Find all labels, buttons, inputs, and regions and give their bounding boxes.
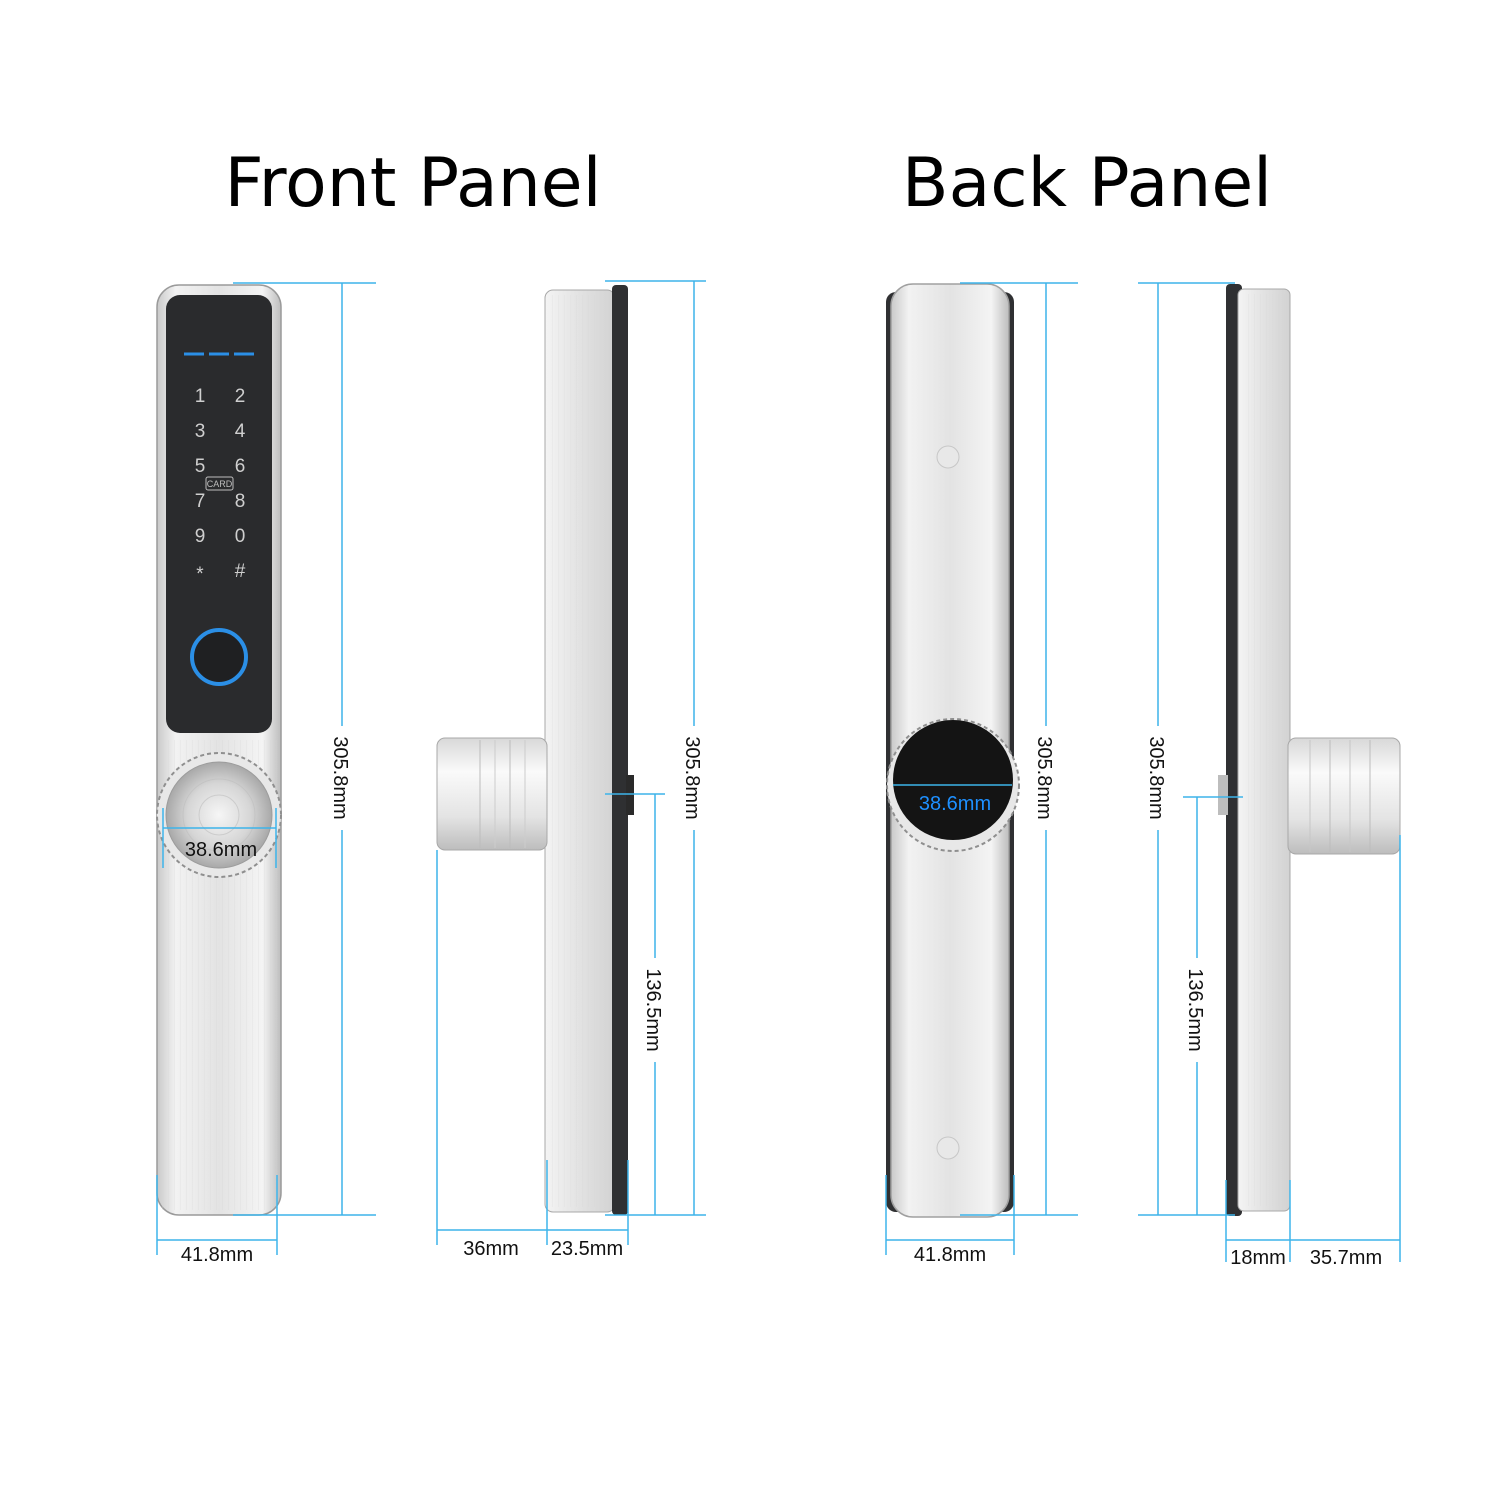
front-side-offset-label: 136.5mm (642, 968, 664, 1051)
front-panel-title: Front Panel (224, 144, 601, 223)
key-2: 2 (235, 386, 246, 407)
back-side-knob-depth-label: 35.7mm (1310, 1247, 1382, 1269)
key-1: 1 (195, 386, 206, 407)
card-reader-icon: CARD (205, 476, 234, 491)
back-side-dimensions: 305.8mm 136.5mm 18mm 35.7mm (1138, 282, 1401, 1269)
back-panel-title: Back Panel (902, 144, 1272, 223)
key-5: 5 (195, 456, 206, 477)
key-6: 6 (235, 456, 246, 477)
key-4: 4 (235, 421, 246, 442)
back-knob-diameter-label: 38.6mm (919, 793, 991, 815)
back-side-knob (1287, 737, 1401, 855)
front-knob (156, 752, 282, 878)
back-height-label: 305.8mm (1033, 736, 1055, 819)
front-knob-diameter-label: 38.6mm (185, 839, 257, 861)
back-side-view (1218, 284, 1401, 1216)
front-height-label: 305.8mm (329, 736, 351, 819)
key-0: 0 (235, 526, 246, 547)
front-side-dimensions: 305.8mm 136.5mm 36mm 23.5mm (436, 280, 706, 1260)
back-dimensions: 305.8mm 41.8mm (885, 282, 1078, 1266)
front-side-body-depth-label: 23.5mm (551, 1238, 623, 1260)
screw-cover-bottom (936, 1136, 960, 1160)
key-hash: # (235, 561, 246, 582)
key-3: 3 (195, 421, 206, 442)
back-panel-view: 38.6mm (886, 283, 1020, 1218)
fingerprint-sensor-icon (190, 628, 248, 686)
keypad-screen (166, 295, 272, 733)
front-side-knob (436, 737, 548, 851)
back-width-label: 41.8mm (914, 1244, 986, 1266)
back-side-body-depth-label: 18mm (1230, 1247, 1286, 1269)
front-side-height-label: 305.8mm (681, 736, 703, 819)
door-seal-strip (612, 285, 628, 1215)
key-8: 8 (235, 491, 246, 512)
front-panel-view: 1 2 3 4 5 6 7 8 9 0 * # CARD 38.6mm (156, 284, 282, 1216)
key-7: 7 (195, 491, 206, 512)
front-side-knob-depth-label: 36mm (463, 1238, 519, 1260)
key-star: * (196, 564, 204, 585)
back-side-height-label: 305.8mm (1145, 736, 1167, 819)
front-width-label: 41.8mm (181, 1244, 253, 1266)
screw-cover-top (936, 445, 960, 469)
front-dimensions: 305.8mm 41.8mm (156, 282, 376, 1266)
back-knob (886, 718, 1020, 852)
key-9: 9 (195, 526, 206, 547)
card-label: CARD (207, 479, 233, 489)
back-side-offset-label: 136.5mm (1184, 968, 1206, 1051)
front-side-view (436, 285, 634, 1215)
